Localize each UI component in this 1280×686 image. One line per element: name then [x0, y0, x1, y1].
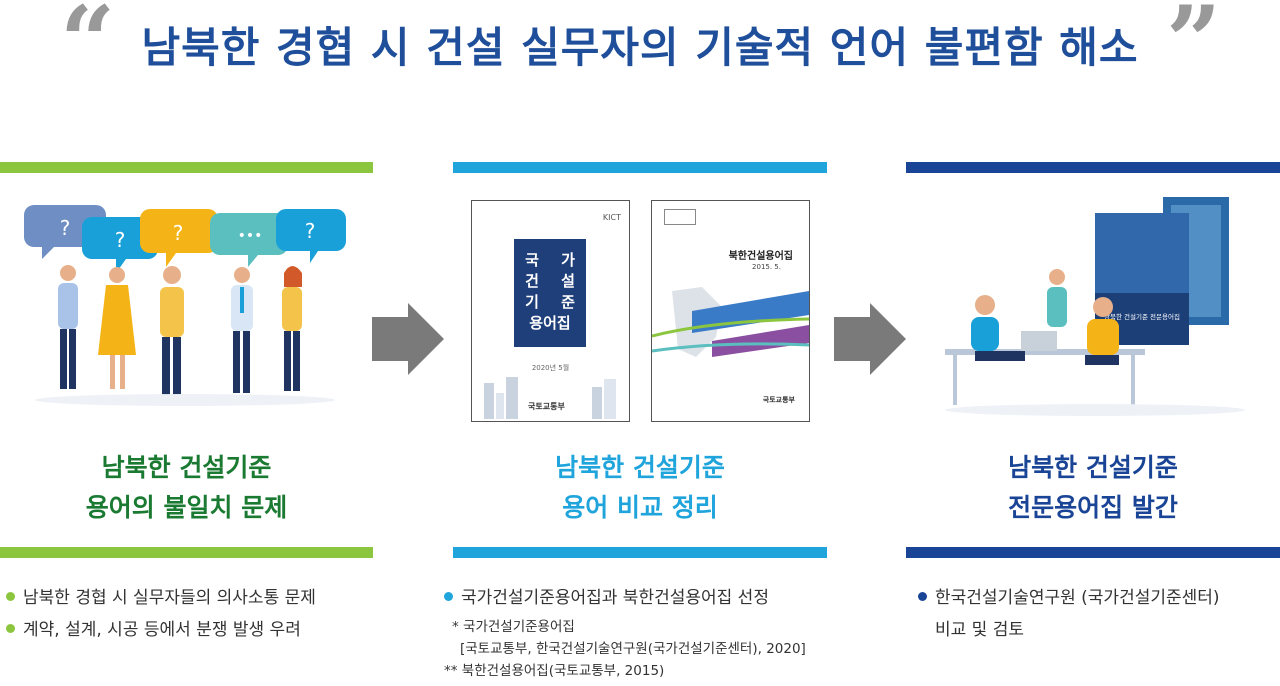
laptop-icon — [1021, 331, 1057, 351]
column3-heading: 남북한 건설기준 전문용어집 발간 — [906, 448, 1280, 528]
arrow-right-icon — [834, 303, 906, 375]
page-title: 남북한 경협 시 건설 실무자의 기술적 언어 불편함 해소 — [141, 23, 1139, 72]
list-item: 계약, 설계, 시공 등에서 분쟁 발생 우려 — [6, 614, 316, 646]
column1-top-bar — [0, 162, 373, 173]
footnote: [국토교통부, 한국건설기술연구원(국가건설기준센터), 2020] — [460, 641, 806, 657]
speech-bubble: ? — [140, 209, 218, 267]
office-team-illustration: 남북한 건설기준 전문용어집 — [945, 197, 1245, 416]
book1-char: 설 — [561, 272, 575, 290]
book1-char: 기 — [525, 293, 539, 311]
bubble-5-text: ? — [305, 219, 316, 243]
column3-heading-line1: 남북한 건설기준 — [1008, 453, 1178, 482]
book1-cover-label: 국 가 건 설 기 준 용어집 — [514, 239, 586, 347]
bullet-dot-icon — [6, 623, 15, 633]
column2-bullets: 국가건설기준용어집과 북한건설용어집 선정 — [444, 582, 769, 614]
bubble-2-text: ? — [115, 228, 126, 252]
bullet-continuation: 비교 및 검토 — [935, 620, 1025, 640]
bubble-3-text: ? — [173, 221, 184, 245]
bullet-text: 계약, 설계, 시공 등에서 분쟁 발생 우려 — [23, 620, 301, 640]
footnote: * 국가건설기준용어집 — [452, 619, 575, 635]
column1-bullets: 남북한 경협 시 실무자들의 의사소통 문제 계약, 설계, 시공 등에서 분쟁… — [6, 582, 316, 646]
book1-date: 2020년 5월 — [531, 364, 570, 372]
column2-heading: 남북한 건설기준 용어 비교 정리 — [453, 448, 827, 528]
list-item: 국가건설기준용어집과 북한건설용어집 선정 — [444, 582, 769, 614]
column1-bottom-bar — [0, 547, 373, 558]
book1-org-logo: KICT — [602, 213, 621, 222]
person-figure — [160, 266, 184, 399]
book1-char: 가 — [561, 251, 575, 269]
column1-heading: 남북한 건설기준 용어의 불일치 문제 — [0, 448, 373, 528]
bullet-dot-icon — [918, 591, 927, 601]
column1-heading-line2: 용어의 불일치 문제 — [85, 493, 288, 522]
speech-bubble: ••• — [210, 213, 288, 267]
speech-bubble: ? — [82, 217, 158, 273]
bubble-1-text: ? — [60, 216, 71, 240]
book1-char: 준 — [561, 293, 575, 311]
person-figure — [98, 267, 136, 389]
book3-title: 남북한 건설기준 전문용어집 — [1104, 312, 1180, 321]
book1-char: 건 — [525, 272, 539, 290]
bullet-text: 한국건설기술연구원 (국가건설기준센터) — [935, 588, 1220, 608]
people-discussion-illustration: ? ? ? ••• ? — [24, 205, 346, 406]
column2-heading-line2: 용어 비교 정리 — [562, 493, 718, 522]
column2-bottom-bar — [453, 547, 827, 558]
list-item: 한국건설기술연구원 (국가건설기준센터) — [918, 582, 1220, 614]
column3-bullets: 한국건설기술연구원 (국가건설기준센터) 비교 및 검토 — [918, 582, 1220, 646]
city-skyline-graphic — [484, 377, 616, 419]
person-figure — [231, 267, 253, 393]
book2-label-box — [664, 209, 696, 225]
bullet-dot-icon — [6, 591, 15, 601]
book2-date: 2015. 5. — [752, 263, 781, 271]
bubble-4-text: ••• — [238, 228, 263, 244]
book1-char: 용어집 — [529, 314, 571, 332]
column3-bottom-bar — [906, 547, 1280, 558]
bullet-text: 남북한 경협 시 실무자들의 의사소통 문제 — [23, 588, 316, 608]
close-quote-mark: ” — [1166, 0, 1222, 98]
column3-top-bar — [906, 162, 1280, 173]
speech-bubble: ? — [276, 209, 346, 263]
bullet-dot-icon — [444, 591, 453, 601]
list-item: 남북한 경협 시 실무자들의 의사소통 문제 — [6, 582, 316, 614]
footnote: ** 북한건설용어집(국토교통부, 2015) — [444, 663, 665, 679]
column1-heading-line1: 남북한 건설기준 — [101, 453, 272, 482]
person-figure — [58, 265, 78, 389]
column2-heading-line1: 남북한 건설기준 — [555, 453, 725, 482]
map-graphic — [652, 287, 809, 357]
bullet-text: 국가건설기준용어집과 북한건설용어집 선정 — [461, 588, 769, 608]
book-north-korea-glossary: 북한건설용어집 2015. 5. 국토교통부 — [651, 200, 810, 422]
book-national-standard-glossary: KICT 국 가 건 설 기 준 용어집 2020년 5월 국토교통부 — [471, 200, 630, 422]
column3-heading-line2: 전문용어집 발간 — [1008, 493, 1178, 522]
book2-title: 북한건설용어집 — [728, 251, 793, 262]
book1-char: 국 — [525, 251, 539, 269]
arrow-right-icon — [372, 303, 444, 375]
column2-footnotes: * 국가건설기준용어집 [국토교통부, 한국건설기술연구원(국가건설기준센터),… — [444, 616, 806, 682]
book1-publisher: 국토교통부 — [528, 402, 565, 411]
column2-top-bar — [453, 162, 827, 173]
open-quote-mark: “ — [60, 0, 116, 98]
book2-publisher: 국토교통부 — [762, 396, 795, 404]
person-figure — [282, 266, 302, 391]
